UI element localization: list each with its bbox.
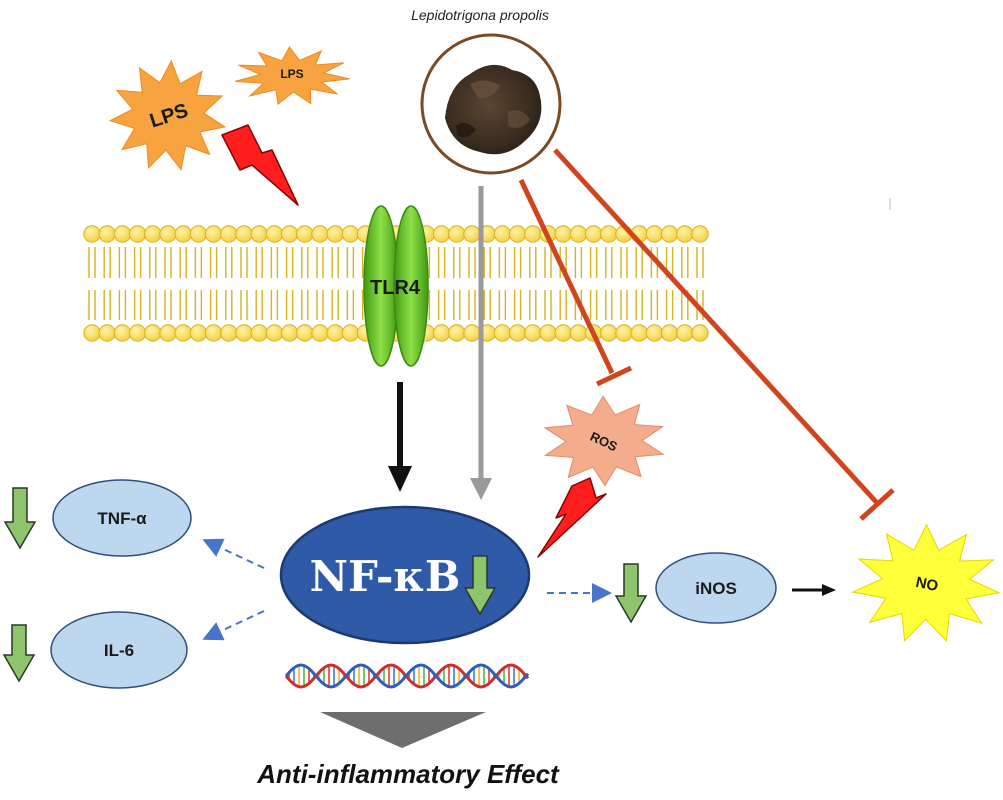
tlr4-label: TLR4	[370, 277, 421, 299]
nfkb-node: NF-κB	[279, 505, 531, 645]
propolis-label: Lepidotrigona propolis	[411, 7, 549, 23]
propolis-to-nfkb-arrow	[470, 186, 492, 500]
tnf-down-arrow-icon	[3, 487, 37, 550]
tnf-label: TNF-α	[97, 509, 147, 528]
tnf-node: TNF-α	[52, 479, 192, 557]
lps-burst-large: LPS	[108, 59, 227, 171]
tlr4-to-nfkb-arrow	[388, 382, 412, 492]
lps-burst-small: LPS	[234, 46, 350, 106]
propolis-image	[420, 33, 562, 175]
tlr4-receptor: TLR4	[363, 205, 429, 367]
nfkb-to-il6-arrow	[202, 610, 265, 641]
no-burst: NO	[851, 523, 1001, 643]
inos-node: iNOS	[655, 552, 777, 624]
ros-burst: ROS	[543, 395, 665, 487]
inos-down-arrow-icon	[614, 563, 648, 624]
nfkb-down-arrow-icon	[463, 555, 497, 616]
il6-down-arrow-icon	[2, 624, 36, 683]
il6-node: IL-6	[50, 611, 188, 689]
outcome-label: Anti-inflammatory Effect	[256, 759, 560, 789]
il6-label: IL-6	[104, 641, 134, 660]
outcome-chevron-icon	[320, 712, 486, 748]
no-label: NO	[914, 574, 940, 595]
inos-to-no-arrow	[792, 584, 836, 596]
propolis-inhibits-no	[553, 148, 895, 521]
nfkb-to-tnf-arrow	[202, 538, 265, 569]
ros-activation-bolt	[537, 477, 607, 558]
propolis-inhibits-ros	[518, 178, 633, 387]
dna-helix-icon	[284, 663, 530, 689]
lps-activation-bolt	[221, 124, 299, 206]
nfkb-label: NF-κB	[310, 552, 461, 601]
lps-label-small: LPS	[280, 67, 303, 81]
inos-label: iNOS	[695, 579, 737, 598]
